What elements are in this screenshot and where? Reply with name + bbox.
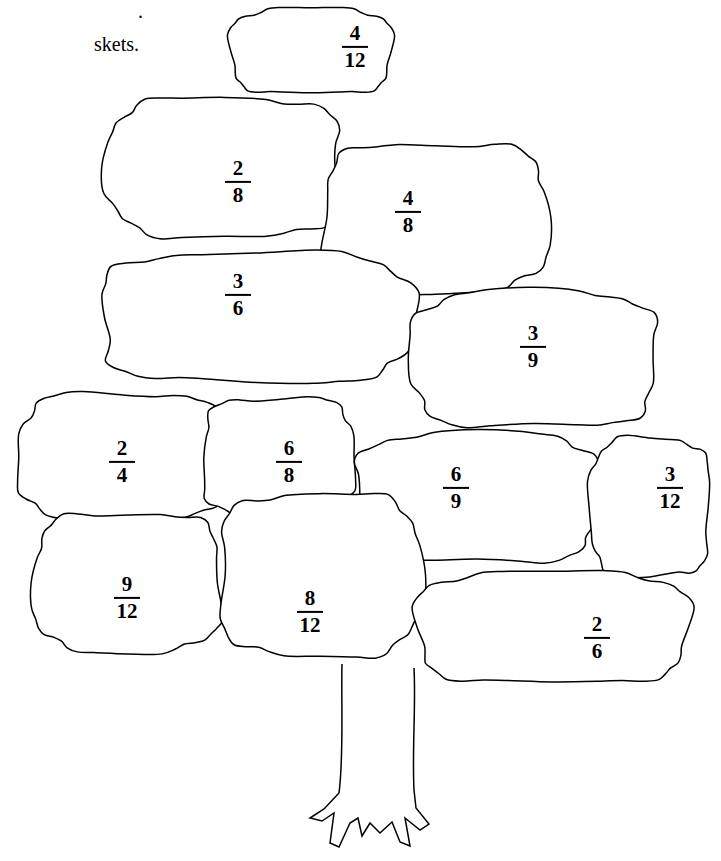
numerator: 2 (225, 157, 251, 183)
fraction: 48 (395, 187, 421, 237)
denominator: 12 (345, 48, 366, 72)
cloud-outline (222, 2, 400, 100)
denominator: 6 (592, 639, 603, 663)
fraction: 36 (225, 270, 251, 320)
denominator: 8 (403, 213, 414, 237)
cloud-outline (210, 485, 430, 665)
fraction-cloud: 26 (405, 565, 700, 690)
fraction: 39 (520, 322, 546, 372)
fraction: 28 (225, 157, 251, 207)
numerator: 3 (225, 270, 251, 296)
cloud-outline (405, 565, 700, 690)
cut-off-text: . (138, 0, 143, 23)
cloud-path (412, 570, 694, 681)
denominator: 8 (233, 183, 244, 207)
fraction: 26 (584, 613, 610, 663)
cloud-path (102, 250, 420, 383)
fraction-cloud: 36 (88, 245, 425, 390)
fraction-cloud: 39 (400, 283, 667, 435)
cloud-path (17, 392, 221, 526)
denominator: 9 (528, 348, 539, 372)
numerator: 3 (520, 322, 546, 348)
fraction-cloud: 312 (583, 430, 717, 585)
numerator: 6 (443, 463, 469, 489)
cloud-path (408, 287, 657, 428)
fraction: 68 (276, 437, 302, 487)
fraction-cloud: 24 (10, 385, 232, 530)
numerator: 2 (109, 437, 135, 463)
cloud-path (220, 493, 426, 658)
cloud-path (227, 7, 394, 92)
numerator: 6 (276, 437, 302, 463)
fraction: 812 (297, 587, 323, 637)
numerator: 3 (657, 463, 683, 489)
numerator: 4 (342, 22, 368, 48)
fraction-cloud: 412 (222, 2, 400, 100)
denominator: 6 (233, 296, 244, 320)
denominator: 4 (117, 463, 128, 487)
denominator: 12 (300, 613, 321, 637)
fraction: 312 (657, 463, 683, 513)
fraction: 69 (443, 463, 469, 513)
fraction-cloud: 912 (25, 505, 230, 660)
denominator: 8 (284, 463, 295, 487)
trunk-outline (310, 664, 429, 847)
fraction-cloud: 28 (97, 90, 352, 245)
denominator: 9 (451, 489, 462, 513)
fraction: 24 (109, 437, 135, 487)
numerator: 9 (114, 573, 140, 599)
fraction: 912 (114, 573, 140, 623)
numerator: 4 (395, 187, 421, 213)
cut-off-text: skets. (94, 33, 139, 56)
cloud-path (587, 435, 709, 578)
cloud-path (101, 97, 340, 239)
numerator: 2 (584, 613, 610, 639)
numerator: 8 (297, 587, 323, 613)
denominator: 12 (117, 599, 138, 623)
denominator: 12 (660, 489, 681, 513)
cloud-outline (88, 245, 425, 390)
cloud-outline (583, 430, 717, 585)
fraction: 412 (342, 22, 368, 72)
cloud-path (31, 513, 224, 654)
fraction-cloud: 812 (210, 485, 430, 665)
